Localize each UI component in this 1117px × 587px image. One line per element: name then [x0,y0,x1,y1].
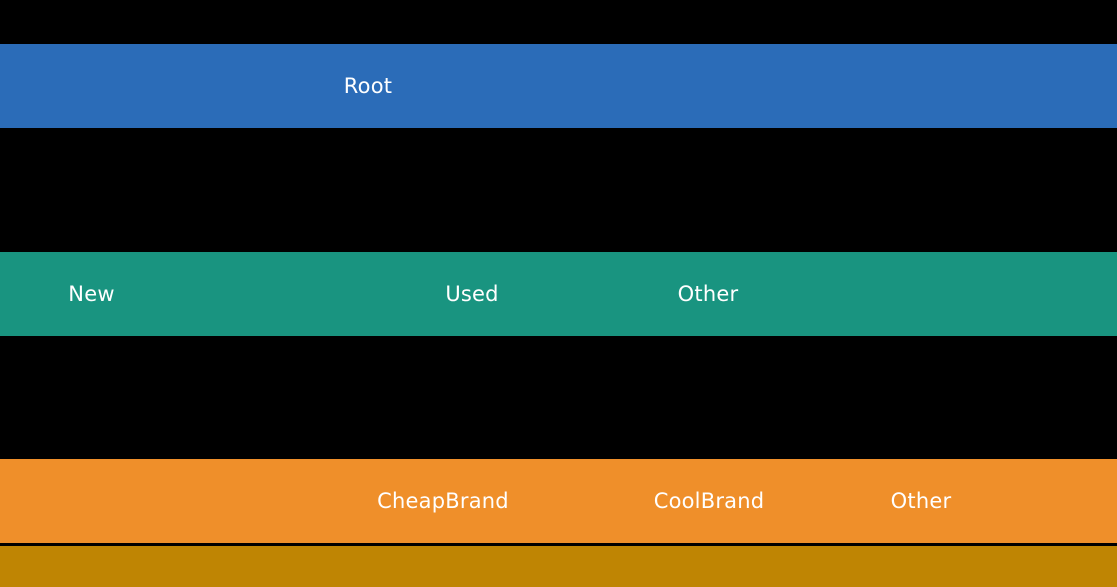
icicle-node-segment[interactable] [320,252,424,336]
icicle-node-label: Other [677,281,739,306]
icicle-node-segment[interactable] [808,459,871,543]
icicle-node-segment[interactable] [520,252,606,336]
icicle-node-label: New [68,281,115,306]
icicle-node-coolbrand[interactable]: CoolBrand [610,459,808,543]
icicle-node-new[interactable]: New [43,252,140,336]
icicle-node-root[interactable]: Root [318,44,418,128]
level-2-condition: New Used Other [0,252,1117,336]
icicle-node-used[interactable]: Used [424,252,520,336]
icicle-node-cheapbrand[interactable]: CheapBrand [343,459,543,543]
icicle-node-segment[interactable] [0,459,343,543]
icicle-node-segment[interactable] [0,546,1117,587]
level-1-root: Root [0,44,1117,128]
icicle-node-segment[interactable] [543,459,610,543]
icicle-node-label: Other [890,488,952,513]
icicle-node-label: Used [445,281,499,306]
icicle-node-segment[interactable] [971,459,1117,543]
icicle-node-segment[interactable] [810,252,1117,336]
level-4-clipped [0,546,1117,587]
level-3-brand: CheapBrand CoolBrand Other [0,459,1117,543]
icicle-node-segment[interactable] [140,252,247,336]
icicle-node-segment[interactable] [519,44,1117,128]
icicle-node-segment[interactable] [0,44,318,128]
icicle-node-segment[interactable] [0,252,43,336]
icicle-node-other[interactable]: Other [606,252,810,336]
icicle-node-label: CheapBrand [377,488,509,513]
icicle-node-segment[interactable] [247,252,320,336]
icicle-node-label: CoolBrand [653,488,765,513]
icicle-node-label: Root [343,73,393,98]
icicle-node-other[interactable]: Other [871,459,971,543]
icicle-node-segment[interactable] [418,44,519,128]
